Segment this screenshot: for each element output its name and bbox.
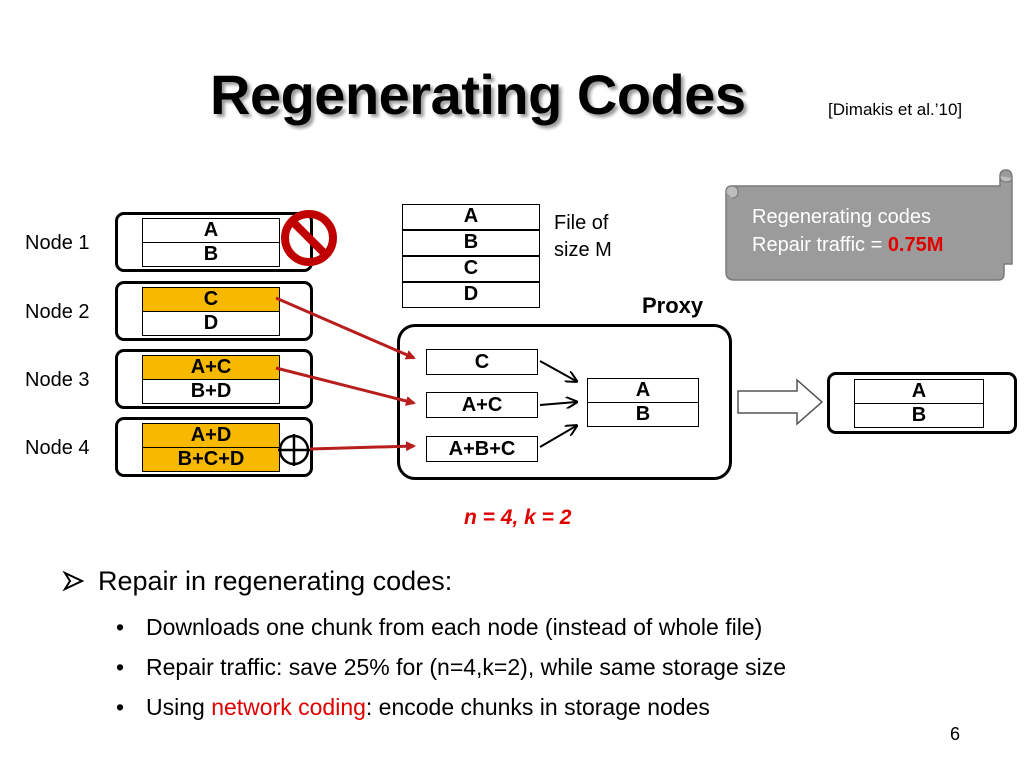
node-3-chunk-b-plus-d: B+D [142,379,280,404]
file-chunk-a: A [402,204,540,230]
node-4-box: A+D B+C+D [115,417,313,477]
main-bullet: Repair in regenerating codes: [62,566,452,597]
node-2-chunk-d: D [142,311,280,336]
citation: [Dimakis et al.’10] [828,100,963,119]
proxy-decoded-b: B [587,402,699,427]
proxy-chunk-a-plus-b-plus-c: A+B+C [426,436,538,462]
new-node-chunk-a: A [854,379,984,404]
node-label-3: Node 3 [25,369,90,391]
sub-bullet-2: • Repair traffic: save 25% for (n=4,k=2),… [116,654,786,681]
arrow-c-to-decoded [539,360,576,381]
params-label: n = 4, k = 2 [464,506,572,529]
callout-repair-traffic-value: 0.75M [887,234,944,256]
node-1-box: A B [115,212,313,272]
file-label-line2: size M [554,239,612,261]
block-arrow-to-new-node [737,378,824,426]
network-coding-highlight: network coding [211,694,366,720]
bullet-dot-icon: • [116,614,125,640]
callout-line2: Repair traffic = 0.75M [752,231,943,259]
node-1-chunk-b: B [142,242,280,267]
circled-plus-icon [278,434,310,466]
bullet-dot-icon: • [116,694,125,720]
new-node-box: A B [827,372,1017,434]
node-label-1: Node 1 [25,232,90,254]
sub-bullet-3: • Using network coding: encode chunks in … [116,694,710,721]
node-label-4: Node 4 [25,437,90,459]
arrow-node2-to-proxy [275,296,416,360]
node-label-2: Node 2 [25,301,90,323]
file-chunk-d: D [402,282,540,308]
arrow-abc-to-decoded [539,426,576,448]
sub-bullet-2-text: Repair traffic: save 25% for (n=4,k=2), … [146,654,787,680]
arrow-node4-to-proxy [309,441,416,452]
file-label-line1: File of [554,212,609,234]
arrow-ac-to-decoded [539,402,576,405]
prohibited-icon [281,210,337,266]
page-number: 6 [950,724,961,744]
node-3-chunk-a-plus-c: A+C [142,355,280,380]
proxy-chunk-a-plus-c: A+C [426,392,538,418]
slide-title: Regenerating Codes [210,63,746,126]
callout-scroll [725,169,1013,281]
callout-text: Regenerating codes Repair traffic = 0.75… [752,203,943,259]
arrow-node3-to-proxy [275,366,416,406]
node-2-box: C D [115,281,313,341]
file-chunk-b: B [402,230,540,256]
file-label: File of size M [554,210,612,264]
sub-bullet-1: • Downloads one chunk from each node (ins… [116,614,762,641]
sub-bullet-3-suffix: : encode chunks in storage nodes [365,694,710,720]
node-2-chunk-c: C [142,287,280,312]
proxy-label: Proxy [642,293,704,318]
sub-bullet-3-prefix: Using [146,694,212,720]
proxy-chunk-c: C [426,349,538,375]
file-chunk-c: C [402,256,540,282]
proxy-decoded-a: A [587,378,699,403]
new-node-chunk-b: B [854,403,984,428]
arrow-bullet-icon [62,570,85,592]
bullet-dot-icon: • [116,654,125,680]
node-3-box: A+C B+D [115,349,313,409]
callout-line2-prefix: Repair traffic = [752,234,888,256]
node-4-chunk-b-plus-c-plus-d: B+C+D [142,447,280,472]
callout-line1: Regenerating codes [752,206,932,228]
main-bullet-text: Repair in regenerating codes: [98,566,453,596]
node-4-chunk-a-plus-d: A+D [142,423,280,448]
sub-bullet-1-text: Downloads one chunk from each node (inst… [146,614,763,640]
